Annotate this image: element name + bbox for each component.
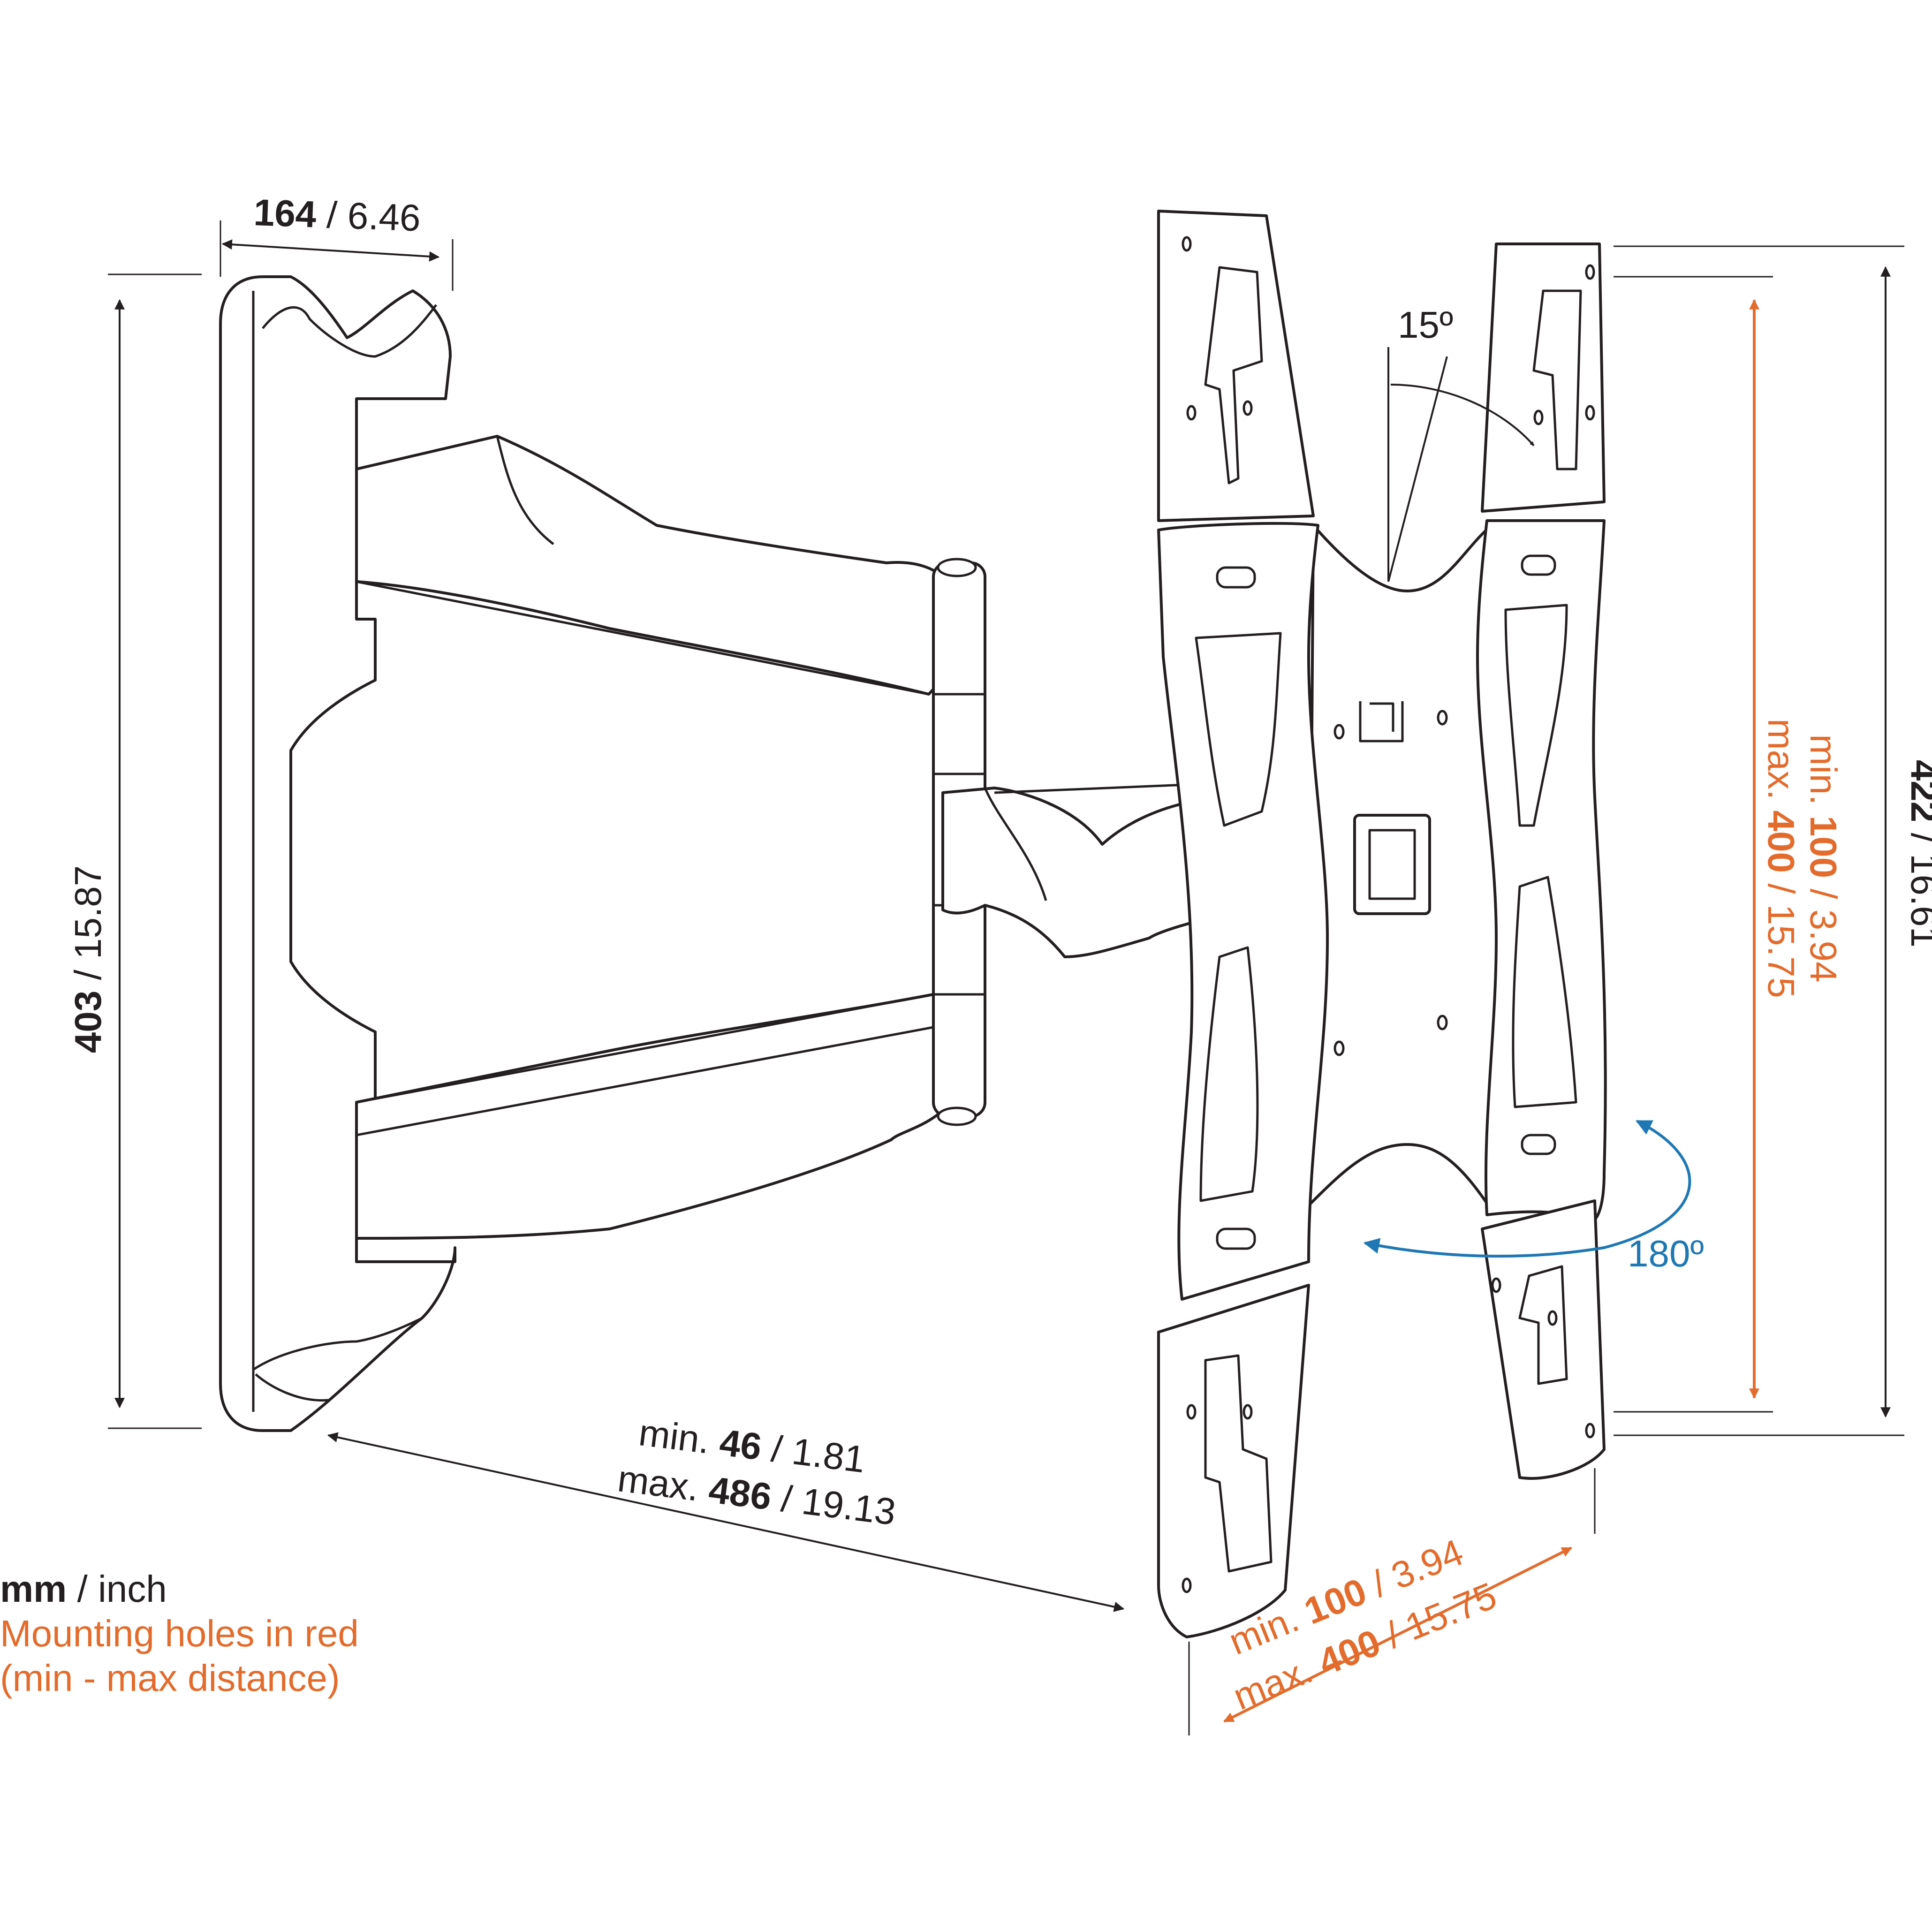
- depth-min-prefix: min.: [636, 1411, 722, 1462]
- dimension-vesa-vertical: min. 100 / 3.94 max. 400 / 15.75: [1614, 276, 1844, 1413]
- plate-screw-holes: [1333, 710, 1448, 1056]
- depth-max-mm: 486: [706, 1469, 773, 1518]
- depth-max-prefix: max.: [615, 1457, 712, 1510]
- vesa-v-min-inch: / 3.94: [1803, 878, 1844, 982]
- wall-height-mm: 403: [67, 991, 109, 1053]
- dimension-wall-width: 164 / 6.46: [220, 191, 454, 291]
- legend-unit-mm: mm: [0, 1568, 67, 1610]
- vesa-v-max-mm: 400: [1760, 811, 1802, 873]
- depth-min-inch: / 1.81: [759, 1426, 868, 1480]
- wall-plate: [219, 275, 456, 1432]
- vesa-vertical-min: min. 100 / 3.94: [1803, 734, 1844, 982]
- vesa-vertical-max: max. 400 / 15.75: [1760, 719, 1802, 998]
- depth-min-mm: 46: [717, 1421, 764, 1468]
- lower-arm: [355, 993, 965, 1240]
- legend-min-max: (min - max distance): [0, 1657, 340, 1699]
- plate-height-inch: / 16.61: [1903, 822, 1932, 947]
- legend: mm / inch Mounting holes in red (min - m…: [0, 1568, 359, 1699]
- plate-height-mm: 422: [1903, 760, 1932, 822]
- dimension-wall-height: 403 / 15.87: [67, 273, 202, 1429]
- upper-arm: [355, 435, 964, 696]
- swivel-label: 180º: [1628, 1233, 1704, 1274]
- plate-height-label: 422 / 16.61: [1903, 760, 1932, 947]
- legend-mounting-holes: Mounting holes in red: [0, 1613, 359, 1654]
- dimension-depth: min. 46 / 1.81 max. 486 / 19.13: [327, 1411, 1125, 1612]
- vesa-v-max-prefix: max.: [1760, 719, 1802, 811]
- tv-plate: [1157, 210, 1607, 1638]
- vesa-v-max-inch: / 15.75: [1760, 873, 1802, 998]
- wall-width-inch: / 6.46: [316, 194, 421, 239]
- tilt-label: 15º: [1398, 304, 1453, 346]
- wall-height-inch: / 15.87: [67, 865, 109, 991]
- tilt-indicator: 15º: [1387, 304, 1535, 582]
- vesa-v-min-prefix: min.: [1803, 734, 1844, 815]
- dimension-plate-height: 422 / 16.61: [1614, 245, 1932, 1436]
- wall-width-mm: 164: [253, 191, 317, 235]
- legend-unit-inch: / inch: [67, 1568, 167, 1610]
- vesa-v-min-mm: 100: [1803, 816, 1844, 878]
- wall-width-label: 164 / 6.46: [253, 191, 421, 239]
- wall-height-label: 403 / 15.87: [67, 865, 109, 1053]
- swivel-indicator: 180º: [1363, 1120, 1704, 1274]
- depth-max-inch: / 19.13: [769, 1476, 898, 1533]
- legend-units: mm / inch: [0, 1568, 167, 1610]
